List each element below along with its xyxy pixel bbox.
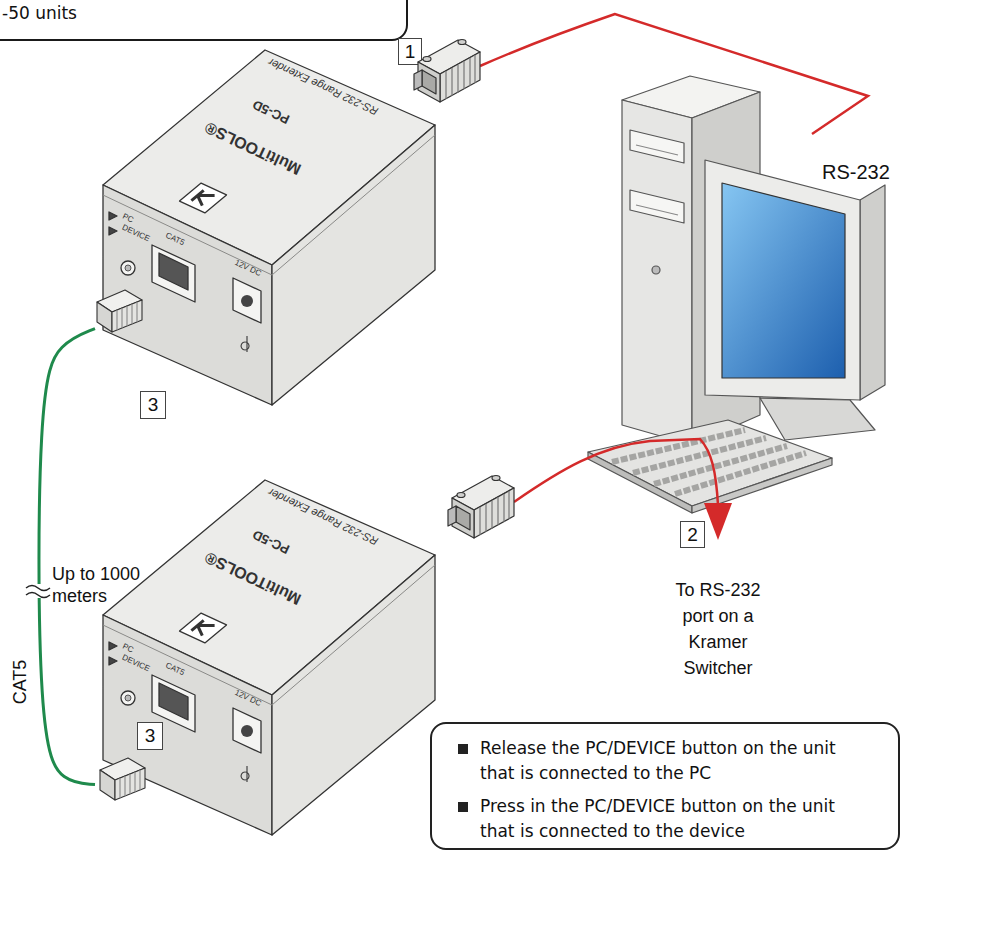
unit-face [180, 183, 227, 213]
rj45-plug [97, 290, 142, 332]
extender-unit: MultiTOOLS®PC-5DRS-232 Range ExtenderPCD… [95, 40, 440, 410]
cable-label: CAT5 [10, 660, 31, 705]
push-button [121, 261, 135, 275]
unit-face [233, 278, 261, 323]
push-button [125, 695, 131, 701]
cable-break [26, 586, 50, 591]
computer [630, 190, 684, 223]
db9-connector [414, 40, 480, 103]
callout-number: 2 [687, 525, 698, 545]
unit-face [103, 185, 272, 405]
unit-face [159, 683, 188, 720]
push-button [125, 265, 131, 271]
unit-face [109, 657, 117, 665]
signal-label: RS-232 [822, 160, 890, 184]
computer [636, 205, 678, 215]
unit-face [109, 642, 117, 650]
note-text: -50 units [2, 3, 77, 23]
arrow-head [704, 503, 732, 540]
callout-number: 3 [145, 726, 156, 746]
db9-connector [448, 476, 514, 539]
computer [722, 183, 845, 378]
cable-break [26, 584, 50, 598]
logo-mark [191, 190, 214, 205]
callout-number: 3 [148, 395, 159, 415]
cable-break [26, 593, 50, 598]
note-item: Press in the PC/DEVICE button on the uni… [458, 794, 898, 844]
cable-break [26, 584, 50, 598]
cat5-cable [39, 329, 95, 785]
unit-face [103, 615, 272, 835]
callout-number: 1 [405, 42, 416, 62]
callout-number: 1 [398, 38, 422, 65]
callout-number: 3 [140, 391, 166, 419]
instruction-note: Release the PC/DEVICE button on the unit… [430, 722, 900, 850]
computer [622, 100, 692, 445]
note-box: -50 units [0, 0, 408, 41]
computer [588, 76, 885, 513]
power-jack [241, 295, 253, 307]
unit-face [109, 212, 117, 220]
power-symbol [241, 336, 249, 352]
computer [630, 130, 684, 163]
unit-face [180, 613, 227, 643]
note-item: Release the PC/DEVICE button on the unit… [458, 736, 898, 786]
note-text: Press in the PC/DEVICE button on the uni… [480, 794, 856, 844]
note-text: Release the PC/DEVICE button on the unit… [480, 736, 856, 786]
unit-face [109, 227, 117, 235]
distance-label: Up to 1000 meters [52, 563, 146, 607]
computer [652, 266, 660, 274]
logo-mark [191, 620, 214, 635]
extender-unit: MultiTOOLS®PC-5DRS-232 Range ExtenderPCD… [95, 470, 440, 840]
computer [860, 185, 885, 400]
unit-face [159, 253, 188, 290]
callout-number: 2 [680, 521, 705, 548]
power-symbol [241, 766, 249, 782]
power-jack [241, 725, 253, 737]
rj45-plug [100, 758, 145, 800]
unit-outline [95, 470, 440, 840]
computer [588, 420, 832, 506]
computer [588, 452, 692, 513]
computer [675, 453, 806, 494]
push-button [121, 691, 135, 705]
bullet-square [458, 802, 468, 812]
rs232-cable [514, 439, 718, 505]
computer [760, 398, 875, 440]
unit-face [233, 708, 261, 753]
computer [705, 160, 860, 400]
unit-outline [95, 40, 440, 410]
destination-label: To RS-232 port on a Kramer Switcher [662, 577, 774, 681]
unit-face [152, 245, 195, 302]
callout-number: 3 [137, 722, 163, 750]
computer [636, 145, 678, 155]
bullet-square [458, 744, 468, 754]
